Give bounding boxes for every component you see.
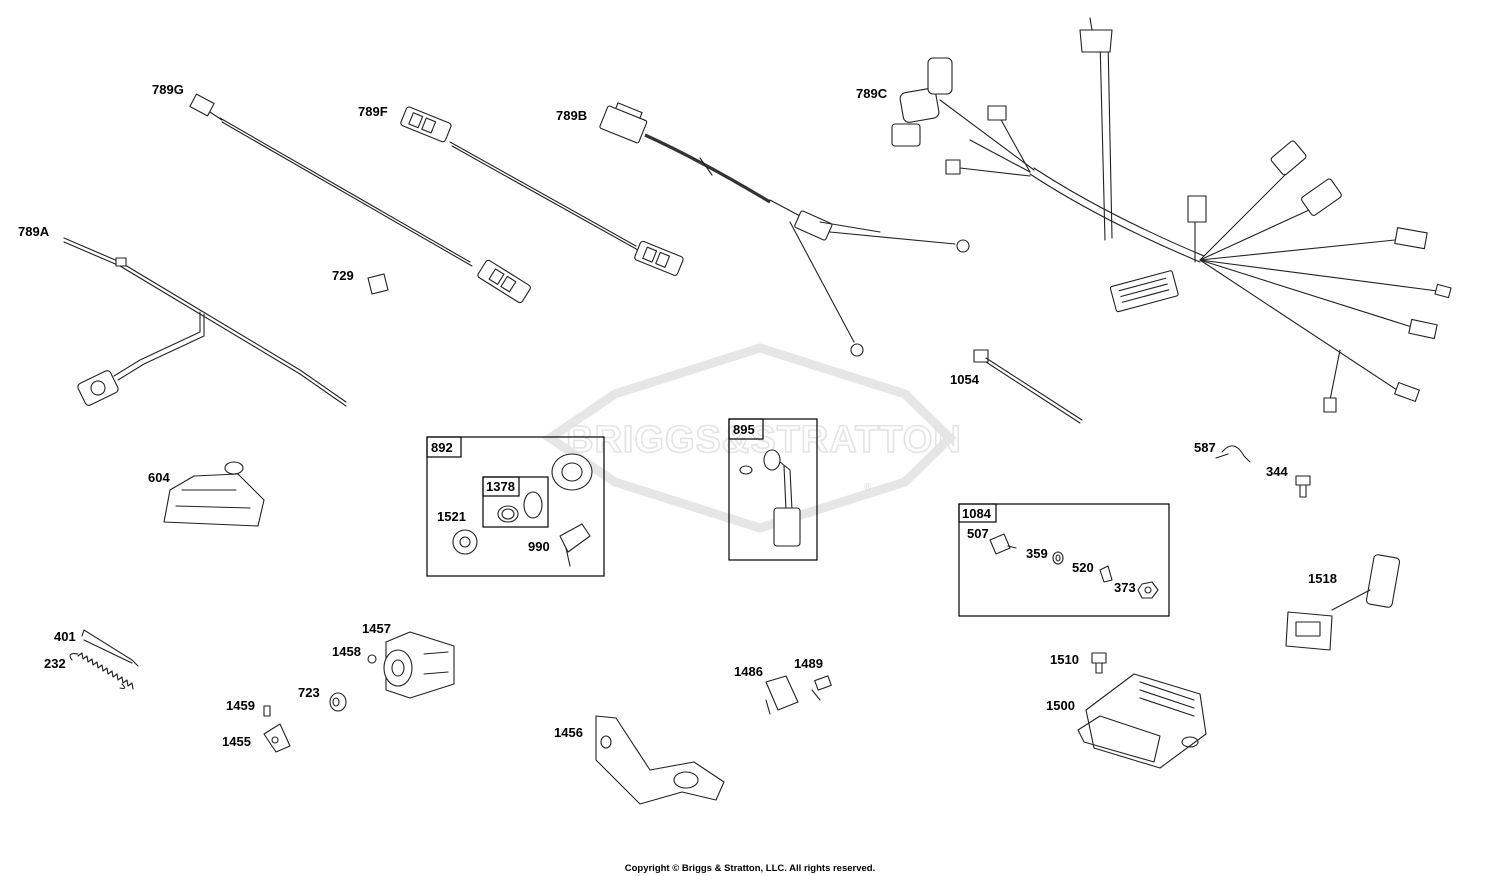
harness-789b: [599, 102, 970, 357]
harness-789g: [189, 93, 531, 304]
callout-507: 507: [967, 526, 989, 541]
callout-789a: 789A: [18, 224, 50, 239]
part-990-key: [559, 523, 591, 567]
callout-723: 723: [298, 685, 320, 700]
part-401-rod: [81, 629, 139, 667]
part-373-nut: [1137, 581, 1159, 599]
kit-1084-label: 1084: [962, 506, 992, 521]
kit-895-group: 895: [728, 418, 818, 561]
part-1054-cable-tie: [973, 349, 1083, 424]
callout-1486: 1486: [734, 664, 763, 679]
callout-789c: 789C: [856, 86, 888, 101]
callout-1510: 1510: [1050, 652, 1079, 667]
part-507-sensor: [989, 533, 1017, 555]
callout-729: 729: [332, 268, 354, 283]
callout-344: 344: [1266, 464, 1288, 479]
callout-359: 359: [1026, 546, 1048, 561]
part-232-spring: [69, 652, 134, 690]
part-1518-module: [1285, 554, 1401, 651]
part-587-clamp: [1215, 445, 1251, 463]
callout-1500: 1500: [1046, 698, 1075, 713]
callout-789b: 789B: [556, 108, 587, 123]
kit-1084-group: 1084: [958, 503, 1170, 617]
callout-789f: 789F: [358, 104, 388, 119]
harness-789a: [63, 237, 347, 407]
part-1458-screw: [367, 654, 377, 664]
watermark-brand-text: BRIGGS&STRATTON: [566, 419, 962, 461]
callout-990: 990: [528, 539, 550, 554]
part-1455-bracket: [263, 723, 291, 753]
part-520-washer: [1099, 565, 1113, 583]
part-1378-ring: [497, 491, 543, 523]
callout-520: 520: [1072, 560, 1094, 575]
kit-895-label: 895: [733, 422, 755, 437]
part-359-washer: [1052, 551, 1064, 565]
callout-1054: 1054: [950, 372, 980, 387]
brand-watermark: BRIGGS&STRATTON ®: [541, 343, 962, 533]
callout-1455: 1455: [222, 734, 251, 749]
copyright-footer: Copyright © Briggs & Stratton, LLC. All …: [625, 863, 876, 874]
part-1510-bolt: [1091, 652, 1107, 674]
callout-1489: 1489: [794, 656, 823, 671]
callout-1458: 1458: [332, 644, 361, 659]
kit-892-label: 892: [431, 440, 453, 455]
kit-1378-label: 1378: [486, 479, 515, 494]
part-1457-motor: [383, 631, 455, 699]
callout-232: 232: [44, 656, 66, 671]
callout-789g: 789G: [152, 82, 184, 97]
part-1486-sensor: [765, 675, 799, 715]
part-604-cover: [163, 461, 265, 527]
part-1459-pin: [263, 705, 271, 717]
part-729-clip: [367, 273, 389, 295]
callout-1459: 1459: [226, 698, 255, 713]
callout-587: 587: [1194, 440, 1216, 455]
harness-789c: [891, 17, 1452, 413]
harness-789f: [400, 106, 684, 276]
callout-1521: 1521: [437, 509, 466, 524]
watermark-registered-mark: ®: [864, 482, 872, 493]
part-switch: [551, 453, 593, 491]
part-1456-plate: [595, 715, 725, 805]
part-1500-ecu: [1077, 673, 1207, 769]
callout-1457: 1457: [362, 621, 391, 636]
callout-labels: 789G 789F 789B 789C 789A 729 1054 604 15…: [18, 82, 1337, 749]
callout-1518: 1518: [1308, 571, 1337, 586]
part-723-bushing: [329, 692, 347, 712]
callout-1456: 1456: [554, 725, 583, 740]
part-1521-bearing: [452, 529, 478, 555]
part-344-bolt: [1295, 475, 1311, 498]
callout-401: 401: [54, 629, 76, 644]
callout-604: 604: [148, 470, 170, 485]
kit-892-group: 892 1378: [426, 436, 605, 577]
callout-373: 373: [1114, 580, 1136, 595]
part-1489-bolt: [811, 675, 832, 701]
